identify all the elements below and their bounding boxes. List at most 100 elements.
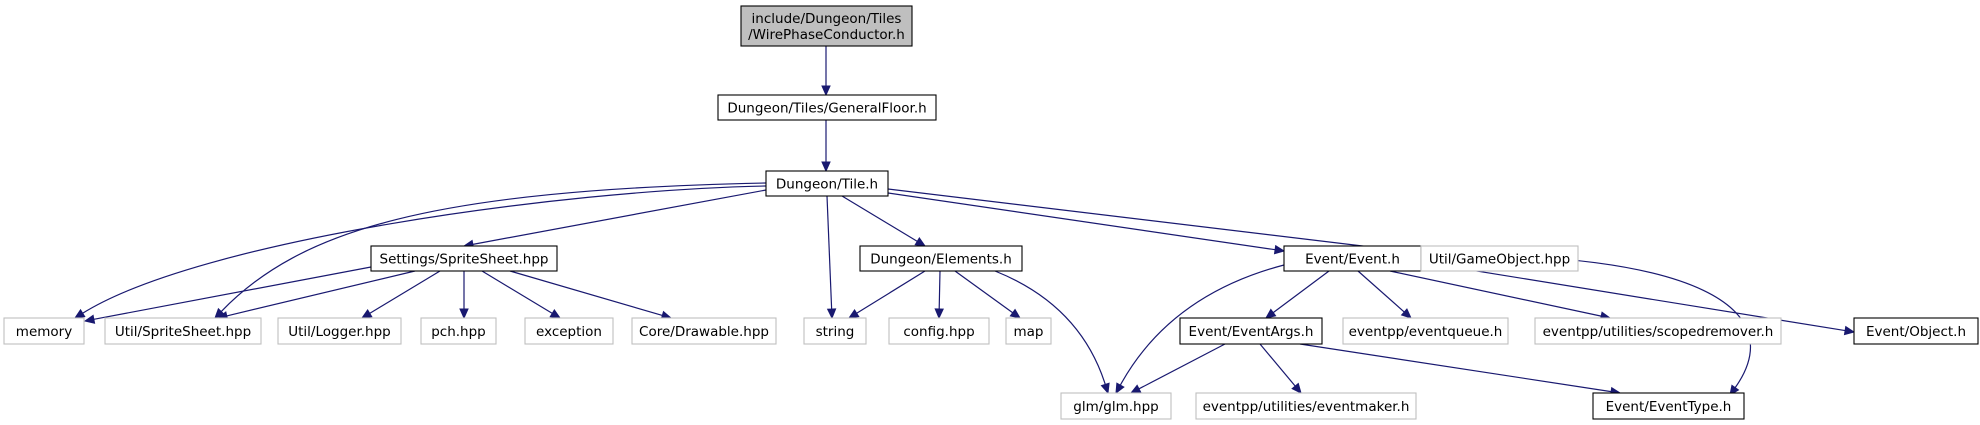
- node-box: [420, 317, 497, 345]
- edge-tile-to-dungeon_elements: [841, 195, 927, 247]
- edge-line: [841, 195, 918, 242]
- node-box: [888, 317, 990, 345]
- node-event-eventargs[interactable]: Event/EventArgs.h: [1179, 317, 1323, 345]
- edge-event_event-to-event_eventargs: [1265, 270, 1330, 319]
- node-pch: pch.hpp: [420, 317, 497, 345]
- arrowhead: [826, 308, 837, 320]
- edge-settings_spritesheet-to-pch: [459, 271, 469, 320]
- node-glm: glm/glm.hpp: [1060, 392, 1172, 420]
- node-dungeon-elements[interactable]: Dungeon/Elements.h: [859, 245, 1023, 272]
- arrowhead: [73, 308, 86, 319]
- node-label: config.hpp: [903, 324, 974, 340]
- nodes-layer: include/Dungeon/Tiles/WirePhaseConductor…: [3, 5, 1979, 420]
- edge-line: [1272, 270, 1330, 314]
- node-label: include/Dungeon/Tiles: [752, 11, 902, 27]
- node-box: [1420, 245, 1579, 272]
- edge-line: [472, 189, 767, 245]
- node-root[interactable]: include/Dungeon/Tiles/WirePhaseConductor…: [740, 5, 913, 47]
- edge-tile-to-util_spritesheet: [214, 182, 767, 319]
- node-map: map: [1005, 317, 1052, 345]
- arrowhead: [1129, 384, 1142, 394]
- node-core-drawable: Core/Drawable.hpp: [631, 317, 777, 345]
- edge-event_eventargs-to-glm: [1129, 343, 1226, 394]
- node-label: Event/Event.h: [1305, 252, 1400, 268]
- edge-settings_spritesheet-to-memory: [83, 266, 372, 324]
- node-eventqueue: eventpp/eventqueue.h: [1342, 317, 1509, 345]
- node-label: memory: [16, 324, 72, 340]
- arrowhead: [83, 314, 96, 324]
- node-box: [1005, 317, 1052, 345]
- arrowhead: [549, 309, 562, 319]
- edge-event_eventargs-to-event_eventtype: [1299, 343, 1622, 397]
- edge-settings_spritesheet-to-core_drawable: [509, 270, 673, 320]
- arrowhead: [934, 308, 944, 320]
- edge-settings_spritesheet-to-util_logger: [360, 270, 441, 319]
- arrowhead: [821, 161, 831, 173]
- arrowhead: [1115, 382, 1125, 395]
- node-label: Util/Logger.hpp: [288, 324, 391, 340]
- node-label: Dungeon/Tiles/GeneralFloor.h: [727, 101, 926, 117]
- node-settings-spritesheet[interactable]: Settings/SpriteSheet.hpp: [370, 245, 558, 272]
- node-label: Util/SpriteSheet.hpp: [115, 324, 251, 340]
- edge-event_eventargs-to-eventmaker: [1259, 343, 1302, 394]
- node-box: [803, 317, 867, 345]
- edge-line: [1389, 270, 1602, 317]
- node-label: /WirePhaseConductor.h: [748, 27, 905, 43]
- node-label: pch.hpp: [431, 324, 486, 340]
- node-eventmaker: eventpp/utilities/eventmaker.h: [1195, 392, 1417, 420]
- edge-line: [369, 270, 441, 314]
- node-generalfloor[interactable]: Dungeon/Tiles/GeneralFloor.h: [717, 94, 937, 121]
- arrowhead: [847, 308, 860, 319]
- edge-line: [226, 270, 416, 317]
- arrowhead: [1291, 382, 1302, 394]
- arrowhead: [214, 307, 226, 319]
- arrowhead: [1100, 382, 1110, 395]
- edge-tile-to-memory: [73, 185, 767, 319]
- edge-line: [82, 185, 767, 314]
- node-box: [277, 317, 402, 345]
- node-label: exception: [536, 324, 602, 340]
- edge-line: [887, 192, 1276, 251]
- arrowhead: [459, 308, 469, 320]
- node-box: [104, 317, 262, 345]
- arrowhead: [360, 309, 373, 319]
- edge-line: [93, 266, 372, 320]
- node-box: [524, 317, 614, 345]
- node-tile[interactable]: Dungeon/Tile.h: [765, 170, 889, 197]
- edge-line: [220, 182, 767, 312]
- edge-line: [1357, 270, 1405, 313]
- node-label: Util/GameObject.hpp: [1429, 252, 1570, 268]
- node-label: Dungeon/Elements.h: [870, 252, 1012, 268]
- edge-dungeon_elements-to-config: [934, 270, 944, 320]
- arrowhead: [914, 237, 927, 247]
- arrowhead: [1265, 308, 1277, 319]
- edge-line: [954, 270, 1014, 314]
- node-label: map: [1014, 324, 1044, 340]
- node-label: glm/glm.hpp: [1073, 399, 1158, 415]
- node-event-event[interactable]: Event/Event.h: [1283, 245, 1422, 272]
- node-label: Event/Object.h: [1866, 324, 1966, 340]
- edges-layer: [73, 46, 1856, 397]
- node-box: [370, 245, 558, 272]
- node-label: eventpp/utilities/eventmaker.h: [1203, 399, 1410, 415]
- node-util-logger: Util/Logger.hpp: [277, 317, 402, 345]
- node-label: Core/Drawable.hpp: [639, 324, 769, 340]
- edge-dungeon_elements-to-glm: [994, 270, 1110, 395]
- node-event-eventtype[interactable]: Event/EventType.h: [1592, 392, 1745, 420]
- node-box: [859, 245, 1023, 272]
- node-box: [1534, 317, 1782, 345]
- node-label: eventpp/utilities/scopedremover.h: [1543, 324, 1774, 340]
- node-label: Settings/SpriteSheet.hpp: [380, 252, 549, 268]
- node-label: string: [816, 324, 855, 340]
- node-event-object[interactable]: Event/Object.h: [1853, 317, 1979, 345]
- node-memory: memory: [3, 317, 85, 345]
- edge-line: [1138, 343, 1226, 390]
- node-box: [1179, 317, 1323, 345]
- edge-tile-to-settings_spritesheet: [462, 189, 767, 249]
- edge-line: [856, 270, 926, 314]
- edge-line: [1299, 343, 1612, 393]
- node-label: eventpp/eventqueue.h: [1349, 324, 1503, 340]
- edge-line: [481, 270, 553, 314]
- node-scopedremover: eventpp/utilities/scopedremover.h: [1534, 317, 1782, 345]
